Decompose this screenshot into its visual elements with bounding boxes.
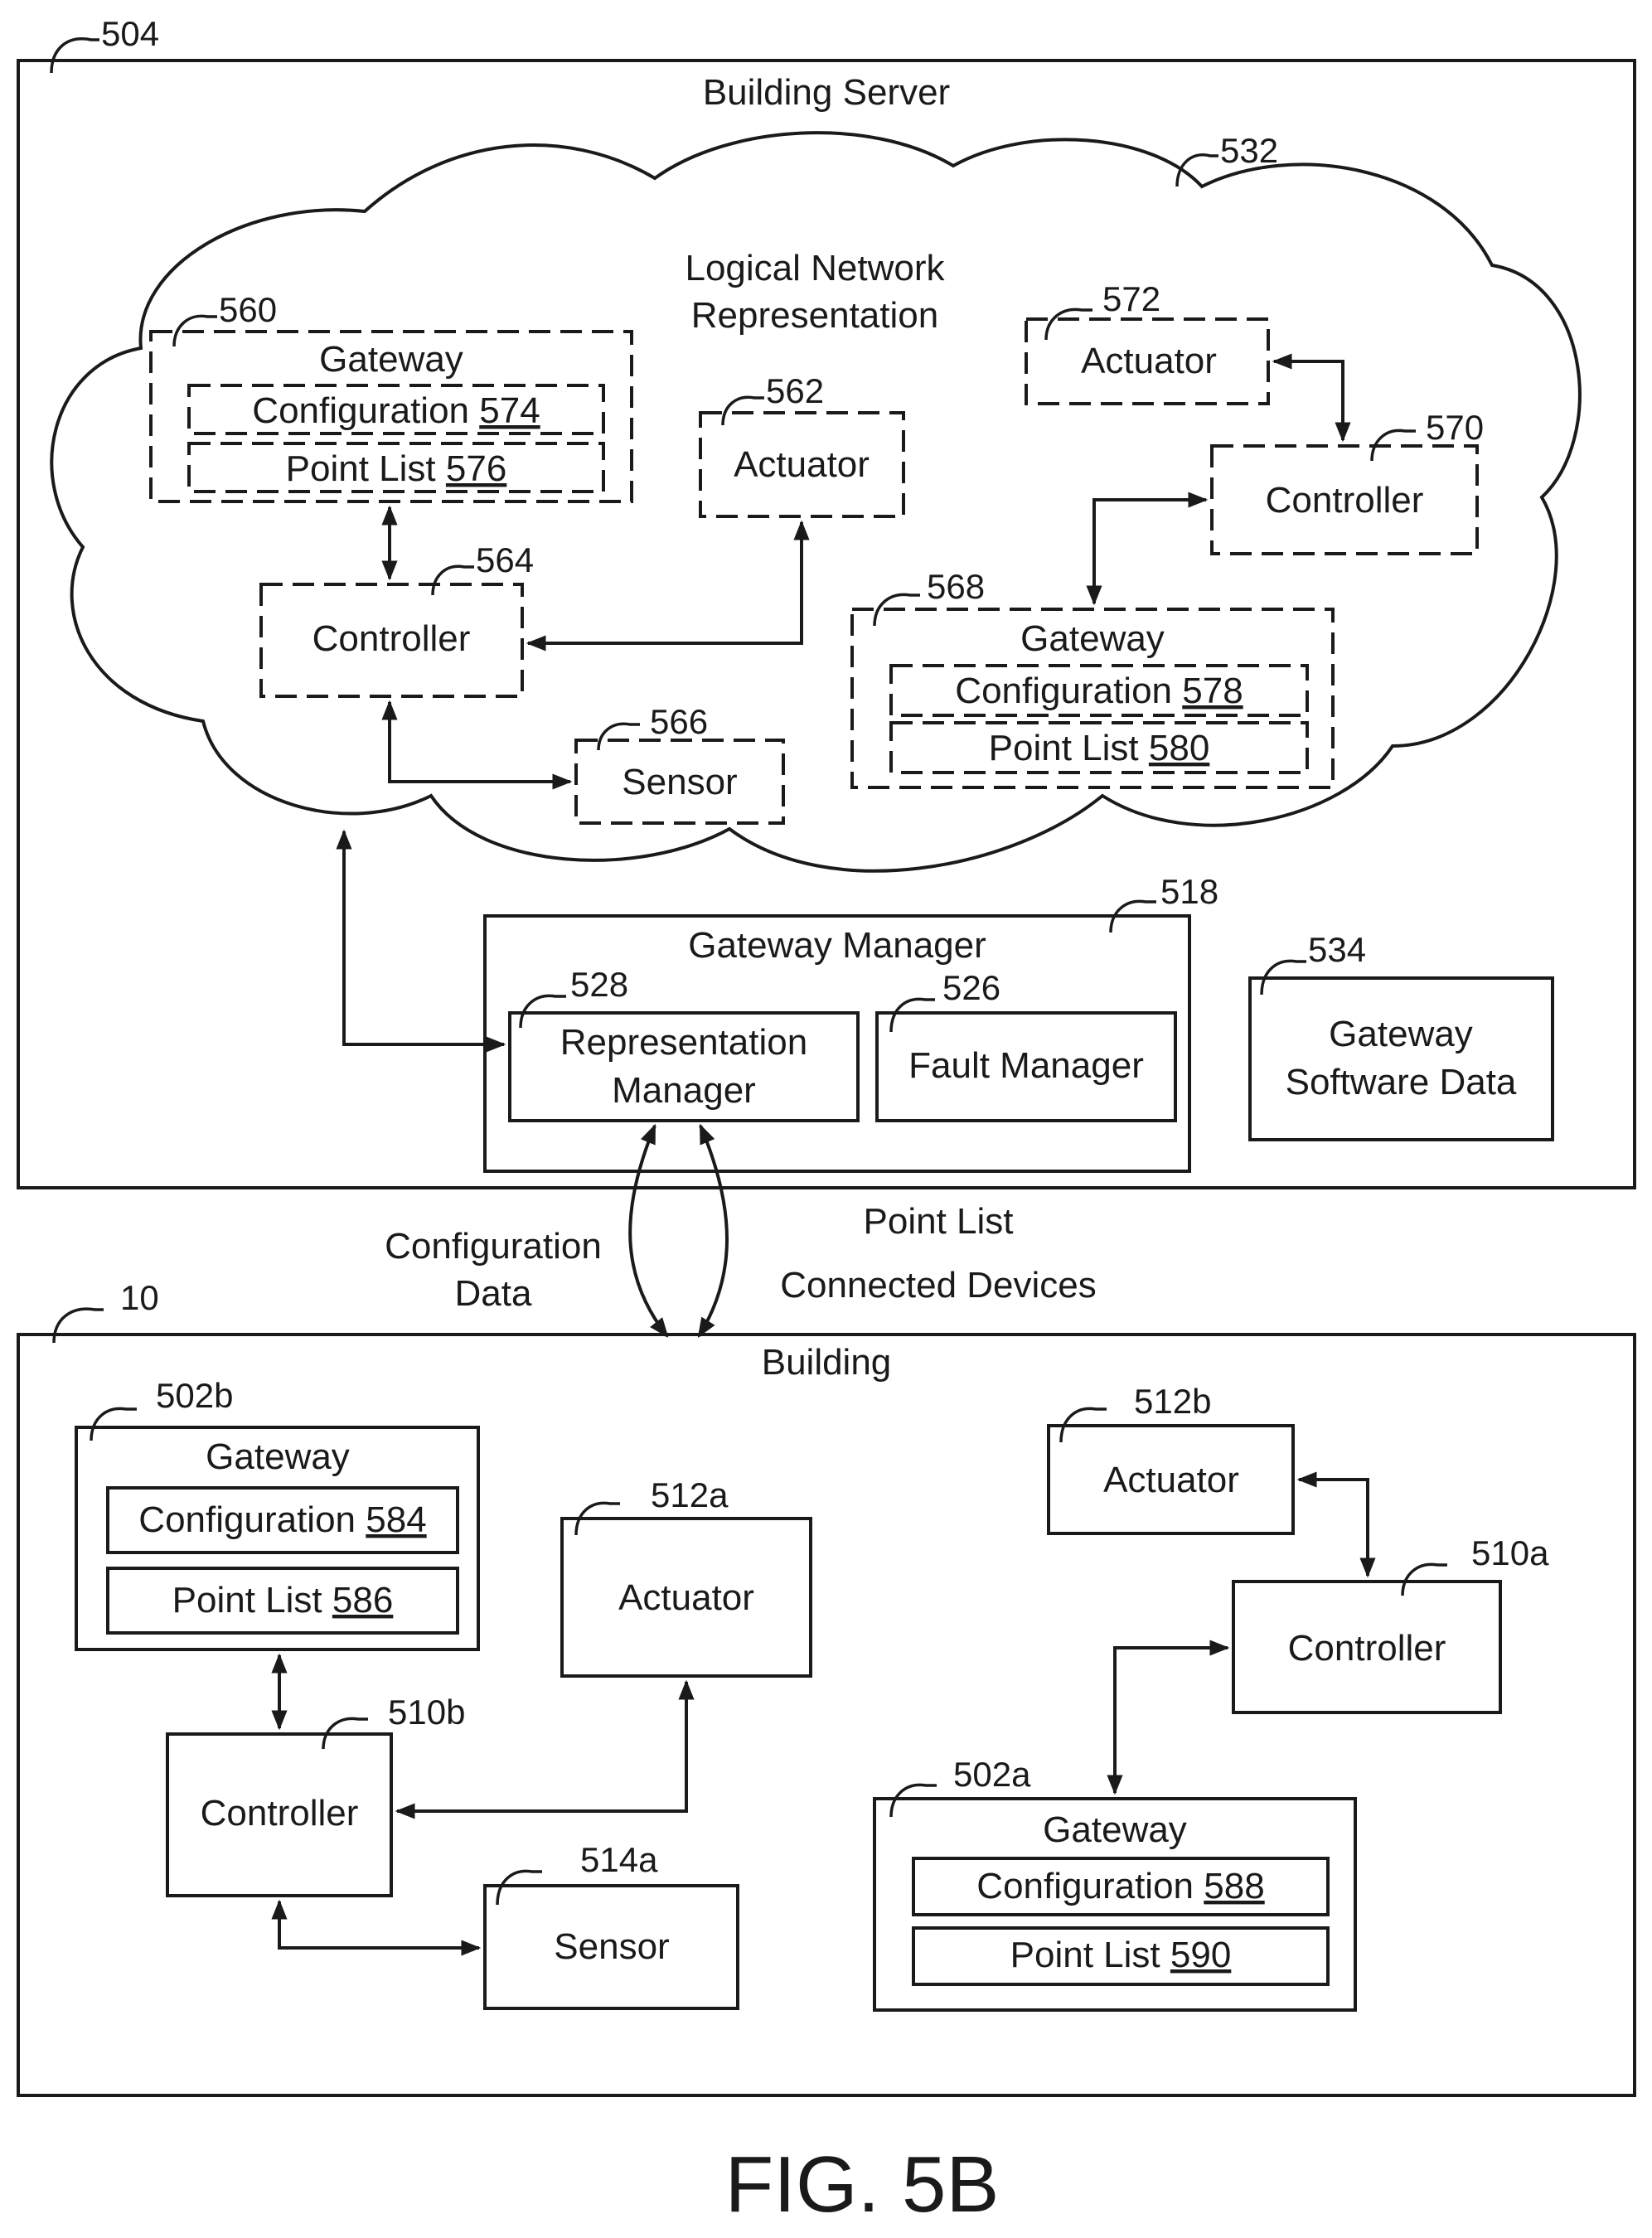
building-title: Building: [762, 1342, 892, 1383]
config-data-label-line2: Data: [455, 1273, 532, 1314]
cloud-title-line2: Representation: [691, 295, 938, 336]
point-list-label: Point List: [864, 1201, 1014, 1242]
gateway-568-points: Point List 580: [989, 728, 1210, 768]
gateway-502b-ref: 502b: [156, 1376, 233, 1415]
gateway-502b-config: Configuration 584: [138, 1499, 426, 1540]
controller-510a-label: Controller: [1288, 1628, 1446, 1669]
link-controller510a-gateway502a: [1115, 1648, 1228, 1793]
gateway-502a-points: Point List 590: [1010, 1935, 1232, 1975]
gateway-502a-ref: 502a: [953, 1755, 1031, 1794]
actuator-572-label: Actuator: [1081, 341, 1217, 381]
fault-manager-ref: 526: [942, 968, 1000, 1007]
controller-510b-label: Controller: [201, 1793, 359, 1834]
software-data-box: [1250, 978, 1553, 1140]
building-server-ref-leader: [51, 39, 99, 73]
link-controller510b-sensor514a: [279, 1901, 479, 1948]
representation-manager-line1: Representation: [560, 1022, 807, 1063]
software-data-ref: 534: [1308, 930, 1366, 969]
gateway-560-points: Point List 576: [286, 448, 507, 489]
gateway-502b-title: Gateway: [206, 1436, 350, 1477]
representation-manager-line2: Manager: [612, 1070, 756, 1111]
building-ref-leader: [54, 1309, 104, 1343]
gateway-560-title: Gateway: [319, 339, 463, 380]
representation-manager-ref: 528: [570, 965, 628, 1004]
gateway-502a-config: Configuration 588: [976, 1866, 1264, 1906]
connected-devices-label: Connected Devices: [780, 1265, 1097, 1306]
cloud-title-line1: Logical Network: [685, 248, 945, 288]
controller-570-ref: 570: [1426, 408, 1484, 447]
controller-510b-ref: 510b: [388, 1693, 465, 1732]
controller-570-label: Controller: [1266, 480, 1424, 521]
sensor-514a-label: Sensor: [554, 1926, 669, 1967]
building-server-ref: 504: [101, 14, 159, 53]
gateway-manager-ref: 518: [1160, 872, 1218, 911]
controller-510a-ref: 510a: [1471, 1533, 1549, 1572]
actuator-512b-label: Actuator: [1103, 1460, 1239, 1500]
actuator-562-label: Actuator: [734, 444, 870, 485]
actuator-512b-ref: 512b: [1134, 1382, 1211, 1421]
building-server-title: Building Server: [703, 72, 950, 113]
gateway-568-config: Configuration 578: [955, 671, 1243, 711]
gateway-568-title: Gateway: [1020, 618, 1165, 659]
actuator-562-ref: 562: [766, 371, 824, 410]
gateway-502a-title: Gateway: [1043, 1809, 1187, 1850]
gateway-560-config: Configuration 574: [252, 390, 540, 431]
gateway-560-ref: 560: [219, 290, 277, 329]
software-data-line1: Gateway: [1329, 1014, 1473, 1054]
config-data-label-line1: Configuration: [385, 1226, 602, 1267]
building-ref: 10: [120, 1278, 159, 1317]
actuator-512a-ref: 512a: [651, 1475, 729, 1514]
cloud-ref: 532: [1220, 131, 1278, 170]
figure-caption: FIG. 5B: [725, 2140, 1000, 2229]
software-data-line2: Software Data: [1286, 1062, 1517, 1102]
gateway-manager-title: Gateway Manager: [688, 925, 986, 966]
gateway-568-ref: 568: [927, 567, 985, 606]
controller-564-ref: 564: [476, 540, 534, 579]
actuator-572-ref: 572: [1102, 279, 1160, 318]
sensor-514a-ref: 514a: [580, 1840, 658, 1879]
controller-564-label: Controller: [312, 618, 471, 659]
fault-manager-label: Fault Manager: [908, 1045, 1144, 1086]
link-cloud-representation-manager: [344, 831, 504, 1044]
sensor-566-ref: 566: [650, 702, 708, 741]
actuator-512a-label: Actuator: [618, 1577, 754, 1618]
link-actuator512b-controller510a: [1299, 1480, 1368, 1576]
gateway-502b-points: Point List 586: [172, 1580, 394, 1620]
sensor-566-label: Sensor: [622, 762, 737, 802]
